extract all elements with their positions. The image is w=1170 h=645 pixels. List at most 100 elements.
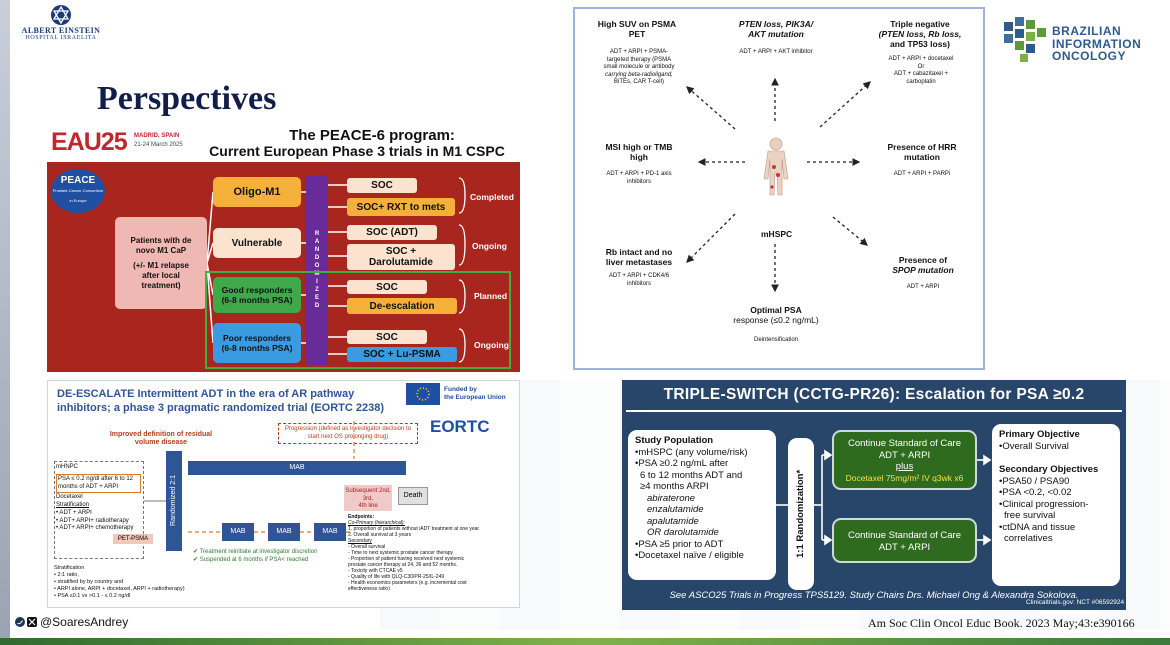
soc-box: SOC [347,330,427,344]
subsequent-lines-box: Subsequent 2nd, 3rd,4th line [344,485,392,511]
tc-subtitle: ADT + ARPI + AKT inhibitor [739,49,813,55]
star-of-david-icon [51,5,71,25]
soc-box: SOC [347,178,417,193]
mhnpc-label: mHNPC [56,464,78,470]
mab-long-arm: MAB [188,461,406,475]
objectives-box: Primary Objective•Overall Survival Secon… [992,424,1120,586]
brand-line3: ONCOLOGY [1052,49,1127,63]
peace6-title2: Current European Phase 3 trials in M1 CS… [209,143,505,159]
death-box: Death [398,487,428,505]
tr-title: Triple negative(PTEN loss, Rb loss,and T… [878,19,962,49]
study-population-box: Study Population•mHSPC (any volume/risk)… [628,430,776,580]
tc-title: PTEN loss, PIK3A/AKT mutation [738,19,814,39]
tl-subtitle: ADT + ARPI + PSMA-targeted therapy (PSMA… [603,49,675,85]
de-escalate-connectors [144,421,355,533]
peace6-connectors [206,177,466,363]
progression-note: Progression (defined as investigator dec… [278,423,418,444]
mhspc-arrows [686,77,871,293]
twitter-x-icon [15,617,37,627]
bottom-accent-bar [0,638,1170,645]
eortc-logo: EORTC [430,417,490,436]
logo-line2: HOSPITAL ISRAELITA [25,35,97,41]
brain-icon [1004,17,1046,62]
checkpoint-notes: ✔ Treatment reinitiate at investigator d… [193,549,318,563]
eau-logo: EAU25 [51,128,128,156]
population-frame [54,461,144,559]
brand-text: BRAZILIAN INFORMATION ONCOLOGY [1052,25,1141,63]
strat-list: • ADT + ARPI• ADT+ ARPI+ radiotherapy• A… [56,510,134,531]
status-ongoing: Ongoing [472,241,507,251]
soc-darolutamide-box: SOC +Darolutamide [347,244,455,270]
mab-cycle: MAB [314,523,346,541]
status-completed: Completed [470,192,514,202]
page-title: Perspectives [97,80,277,117]
de-escalation-box: De-escalation [347,298,457,314]
albert-einstein-logo: ALBERT EINSTEIN HOSPITAL ISRAELITA [13,3,109,51]
stratification-label: Stratification [56,502,90,508]
social-handle[interactable]: @SoaresAndrey [15,615,128,629]
stratification-details: Stratification• 2:1 ratio,• stratified b… [54,565,185,599]
good-responders-box: Good responders(6-8 months PSA) [213,277,301,313]
left-accent-strip [0,0,10,645]
eu-flag-icon [406,383,440,405]
logo-line1: ALBERT EINSTEIN [21,26,101,35]
vulnerable-box: Vulnerable [213,228,301,258]
docetaxel-label: Docetaxel [56,494,83,500]
poor-responders-box: Poor responders(6-8 months PSA) [213,323,301,363]
mr-subtitle: ADT + ARPI + PARPi [893,171,951,177]
triple-switch-title: TRIPLE-SWITCH (CCTG-PR26): Escalation fo… [663,386,1085,403]
oligo-m1-box: Oligo-M1 [213,177,301,207]
title-rule [626,410,1122,412]
highlight-frame [205,271,511,369]
peace6-title1: The PEACE-6 program: [289,127,455,144]
soc-adt-box: SOC (ADT) [347,225,437,240]
brazilian-information-oncology-logo: BRAZILIAN INFORMATION ONCOLOGY [1000,14,1160,74]
endpoints: Endpoints:Co-Primary (hierarchical):1. p… [348,514,480,592]
status-ongoing: Ongoing [474,340,509,350]
citation: Am Soc Clin Oncol Educ Book. 2023 May;43… [868,616,1135,630]
brand-line2: INFORMATION [1052,36,1142,51]
randomization-bar: 1:1 Randomization* [788,438,814,590]
soc-box: SOC [347,280,427,294]
de-escalate-panel: DE-ESCALATE Intermittent ADT in the era … [47,380,520,608]
soc-rxt-box: SOC+ RXT to mets [347,198,455,216]
human-body-icon [763,137,789,196]
br-subtitle: ADT + ARPI [906,284,940,290]
brand-line1: BRAZILIAN [1052,24,1122,38]
pet-psma-box: PET-PSMA [113,534,153,544]
soc-lu-psma-box: SOC + Lu-PSMA [347,347,457,362]
triple-footnote: See ASCO25 Trials in Progress TPS5129. S… [669,590,1079,601]
mhspc-center-label: mHSPC [761,229,793,239]
handle-text: @SoaresAndrey [40,615,129,629]
de-escalate-title: DE-ESCALATE Intermittent ADT in the era … [57,388,385,414]
mab-cycle: MAB [268,523,300,541]
status-planned: Planned [474,291,508,301]
triple-connectors [776,449,992,546]
bc-subtitle: Deintensification [753,337,799,343]
triple-switch-panel: TRIPLE-SWITCH (CCTG-PR26): Escalation fo… [622,380,1126,610]
nct-id: Clinicaltrials.gov: NCT #06592924 [1026,599,1125,606]
mab-cycle: MAB [222,523,254,541]
